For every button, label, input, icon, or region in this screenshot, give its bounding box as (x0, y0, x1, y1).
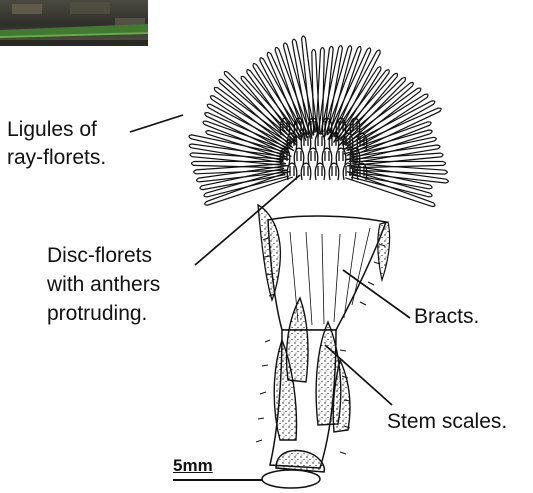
disc-floret (336, 148, 346, 165)
label-disc-line1: Disc-florets (47, 241, 160, 270)
label-ligules-line2: ray-florets. (7, 144, 106, 172)
disc-floret (301, 163, 311, 180)
label-ligules: Ligules of ray-florets. (7, 116, 106, 172)
label-ligules-line1: Ligules of (7, 116, 106, 144)
disc-floret (322, 148, 332, 165)
label-disc-line2: with anthers (47, 270, 160, 299)
leader-ligules (130, 115, 183, 132)
bract-tip-right (378, 222, 390, 280)
disc-floret (315, 163, 325, 180)
involucre-bracts (263, 216, 386, 330)
label-disc-florets: Disc-florets with anthers protruding. (47, 241, 160, 328)
ligule (194, 164, 287, 174)
photo-thumbnail (0, 0, 148, 46)
ray-florets (189, 36, 448, 206)
disc-floret (329, 163, 339, 180)
label-bracts: Bracts. (414, 303, 479, 331)
disc-floret (315, 133, 325, 150)
disc-floret (294, 148, 304, 165)
label-stem-scales: Stem scales. (387, 408, 507, 436)
label-disc-line3: protruding. (47, 299, 160, 328)
disc-floret (308, 148, 318, 165)
scale-bar-label: 5mm (173, 456, 213, 476)
